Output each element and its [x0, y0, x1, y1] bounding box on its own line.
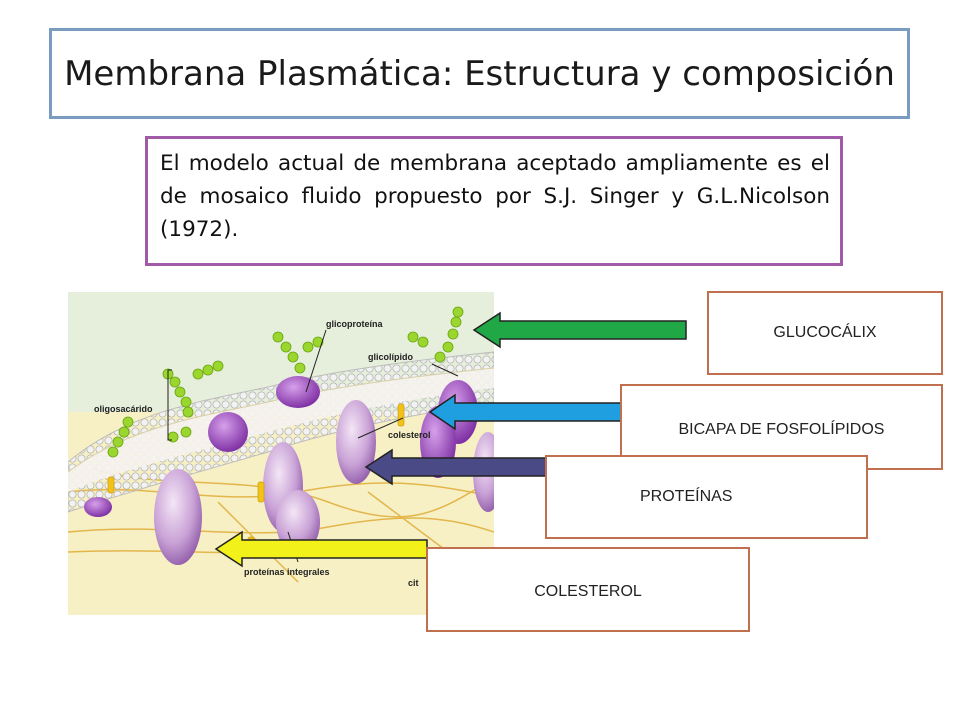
title-box: Membrana Plasmática: Estructura y compos… — [49, 28, 910, 119]
description-text: El modelo actual de membrana aceptado am… — [160, 151, 830, 242]
label-box-glucocalix: GLUCOCÁLIX — [707, 291, 943, 375]
label-cut: cit — [408, 578, 419, 588]
oligosaccharide-chains — [107, 306, 464, 458]
membrane-diagram: glicoproteína glicolípido oligosacárido … — [68, 292, 494, 615]
label-integral-proteins: proteínas integrales — [244, 567, 330, 577]
description-box: El modelo actual de membrana aceptado am… — [145, 136, 843, 266]
arrow-bicapa — [428, 393, 623, 431]
label-proteinas-text: PROTEÍNAS — [640, 488, 733, 505]
label-glycolipid: glicolípido — [368, 352, 413, 362]
label-oligosaccharide: oligosacárido — [94, 404, 153, 414]
arrow-glucocalix — [472, 311, 687, 349]
arrow-colesterol — [214, 530, 428, 568]
arrow-proteinas — [364, 448, 549, 486]
label-bicapa-text: BICAPA DE FOSFOLÍPIDOS — [678, 421, 885, 438]
page-title: Membrana Plasmática: Estructura y compos… — [64, 53, 895, 94]
label-glycoprotein: glicoproteína — [326, 319, 383, 329]
label-box-proteinas: PROTEÍNAS — [545, 455, 868, 539]
label-colesterol-text: COLESTEROL — [534, 582, 642, 600]
label-box-colesterol: COLESTEROL — [426, 547, 750, 632]
label-cholesterol: colesterol — [388, 430, 431, 440]
label-glucocalix-text: GLUCOCÁLIX — [773, 324, 877, 341]
